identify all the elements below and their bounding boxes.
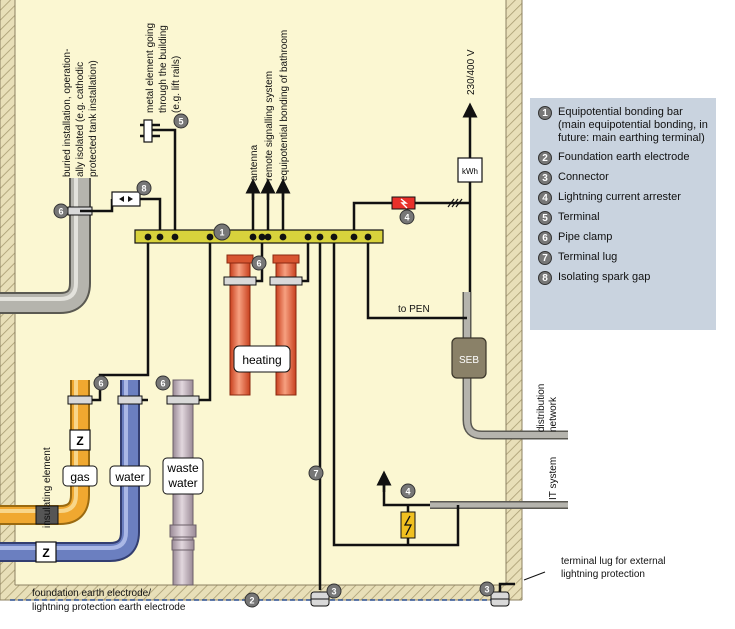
metal-element xyxy=(143,119,153,143)
pipe-clamp-waste xyxy=(166,395,200,405)
bar-terminals xyxy=(144,233,372,241)
buried-label-1: buried installation, operation- xyxy=(62,49,73,177)
building-interior xyxy=(15,0,506,585)
svg-text:2: 2 xyxy=(249,596,254,606)
it-system-label: IT system xyxy=(548,457,559,500)
marker-8: 8 xyxy=(136,180,152,196)
metal-label-2: through the building xyxy=(158,25,169,113)
buried-label-2: ally isolated (e.g. cathodic xyxy=(75,62,86,177)
water-label: water xyxy=(114,470,144,484)
distribution-label-1: distribution xyxy=(536,384,547,432)
insulating-element-label: insulating element xyxy=(42,447,53,528)
insulating-element-gas xyxy=(69,429,91,451)
pipe-clamp-gas xyxy=(67,395,93,405)
marker-7: 7 xyxy=(308,465,324,481)
remote-signalling-label: remote signalling system xyxy=(264,71,275,181)
marker-4-it: 4 xyxy=(400,483,416,499)
legend-number-marker: 6 xyxy=(538,231,552,245)
svg-text:6: 6 xyxy=(58,207,63,217)
heating-pipe-2 xyxy=(275,254,297,396)
legend-number-marker: 5 xyxy=(538,211,552,225)
connector-left xyxy=(310,591,330,607)
buried-label-3: protected tank installation) xyxy=(88,60,99,177)
marker-1: 1 xyxy=(213,223,231,241)
legend-text: Terminal lug xyxy=(558,251,618,263)
insulating-flange-gas xyxy=(35,505,59,525)
marker-3-left: 3 xyxy=(326,583,342,599)
svg-text:1: 1 xyxy=(219,228,224,238)
connector-right xyxy=(490,591,510,607)
legend-item: 2 Foundation earth electrode xyxy=(538,151,710,165)
legend-item: 6 Pipe clamp xyxy=(538,231,710,245)
legend-item: 3 Connector xyxy=(538,171,710,185)
marker-4-top: 4 xyxy=(399,209,415,225)
waste-label-1: waste xyxy=(166,461,199,475)
heating-pipe-1 xyxy=(229,254,251,396)
legend-number-marker: 8 xyxy=(538,271,552,285)
legend-text: Equipotential bonding bar (main equipote… xyxy=(558,106,708,144)
terminal-lug-label-2: lightning protection xyxy=(561,569,645,580)
marker-2: 2 xyxy=(244,592,260,608)
marker-6-buried: 6 xyxy=(53,203,69,219)
seb-label: SEB xyxy=(459,355,479,366)
svg-text:6: 6 xyxy=(256,259,261,269)
marker-6-heating: 6 xyxy=(251,255,267,271)
isolating-spark-gap xyxy=(111,191,141,207)
pipe-clamp-water xyxy=(117,395,143,405)
bathroom-bonding-label: equipotential bonding of bathroom xyxy=(279,30,290,181)
legend-number-marker: 7 xyxy=(538,251,552,265)
legend-item: 1 Equipotential bonding bar (main equipot… xyxy=(538,106,710,145)
legend-item: 7 Terminal lug xyxy=(538,251,710,265)
svg-text:3: 3 xyxy=(331,587,336,597)
gas-label: gas xyxy=(70,470,89,484)
legend-text: Pipe clamp xyxy=(558,231,613,243)
legend-number-marker: 3 xyxy=(538,171,552,185)
voltage-label: 230/400 V xyxy=(466,49,477,95)
distribution-label-2: network xyxy=(548,396,559,432)
metal-label-1: metal element going xyxy=(145,23,156,113)
terminal-lug-label-1: terminal lug for external xyxy=(561,556,666,567)
legend-text: Terminal xyxy=(558,211,600,223)
antenna-label: antenna xyxy=(249,144,260,181)
svg-text:6: 6 xyxy=(98,379,103,389)
legend-item: 4 Lightning current arrester xyxy=(538,191,710,205)
legend-item: 5 Terminal xyxy=(538,211,710,225)
marker-5: 5 xyxy=(173,113,189,129)
legend-number-marker: 4 xyxy=(538,191,552,205)
foundation-label-1: foundation earth electrode/ xyxy=(32,588,151,599)
svg-text:5: 5 xyxy=(178,117,183,127)
svg-text:6: 6 xyxy=(160,379,165,389)
kwh-label: kWh xyxy=(462,167,478,176)
legend-number-marker: 1 xyxy=(538,106,552,120)
insulating-element-water xyxy=(35,541,57,563)
waste-label-2: water xyxy=(167,476,197,490)
marker-3-right: 3 xyxy=(479,581,495,597)
legend-text: Foundation earth electrode xyxy=(558,151,690,163)
svg-text:8: 8 xyxy=(141,184,146,194)
z-label-gas: Z xyxy=(76,434,83,448)
legend-item: 8 Isolating spark gap xyxy=(538,271,710,285)
metal-label-3: (e.g. lift rails) xyxy=(171,56,182,113)
legend-text: Isolating spark gap xyxy=(558,271,651,283)
legend-text: Connector xyxy=(558,171,609,183)
svg-text:7: 7 xyxy=(313,469,318,479)
marker-6-gas: 6 xyxy=(93,375,109,391)
to-pen-label: to PEN xyxy=(398,304,430,315)
seb-box xyxy=(451,337,487,379)
heating-label: heating xyxy=(242,353,281,367)
marker-6-waste: 6 xyxy=(155,375,171,391)
svg-text:4: 4 xyxy=(405,487,410,497)
svg-text:4: 4 xyxy=(404,213,409,223)
z-label-water: Z xyxy=(42,546,49,560)
legend: 1 Equipotential bonding bar (main equipot… xyxy=(530,98,716,330)
foundation-label-2: lightning protection earth electrode xyxy=(32,602,186,613)
svg-text:3: 3 xyxy=(484,585,489,595)
legend-text: Lightning current arrester xyxy=(558,191,681,203)
legend-number-marker: 2 xyxy=(538,151,552,165)
